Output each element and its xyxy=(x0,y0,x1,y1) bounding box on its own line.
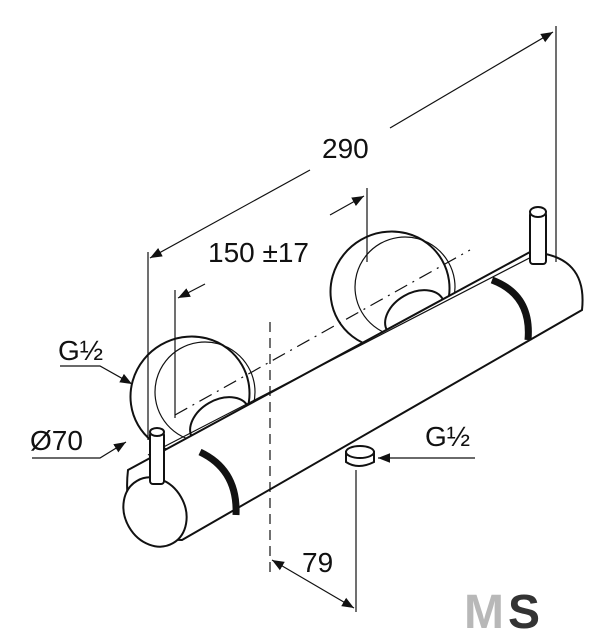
dimension-150-label: 150 ±17 xyxy=(208,237,309,268)
dimension-79: 79 xyxy=(271,547,355,609)
outlet-thread-callout: G½ xyxy=(378,421,475,463)
left-handle xyxy=(149,427,165,485)
brand-logo: M S xyxy=(464,586,540,639)
logo-letter-s: S xyxy=(508,586,540,639)
dimension-290-label: 290 xyxy=(322,133,369,164)
thermostat-body xyxy=(122,249,584,548)
inlet-thread-callout: G½ xyxy=(58,335,133,385)
right-handle xyxy=(529,206,547,265)
outlet-connection xyxy=(345,445,375,467)
rosette-diameter-callout: Ø70 xyxy=(30,425,127,459)
rosette-diameter-label: Ø70 xyxy=(30,425,83,456)
inlet-thread-label: G½ xyxy=(58,335,103,366)
center-axis-line xyxy=(174,249,471,416)
dimension-150: 150 ±17 xyxy=(177,195,365,299)
logo-letter-m: M xyxy=(464,586,504,639)
dimension-79-label: 79 xyxy=(302,547,333,578)
dimension-290: 290 xyxy=(149,31,554,259)
outlet-thread-label: G½ xyxy=(425,421,470,452)
